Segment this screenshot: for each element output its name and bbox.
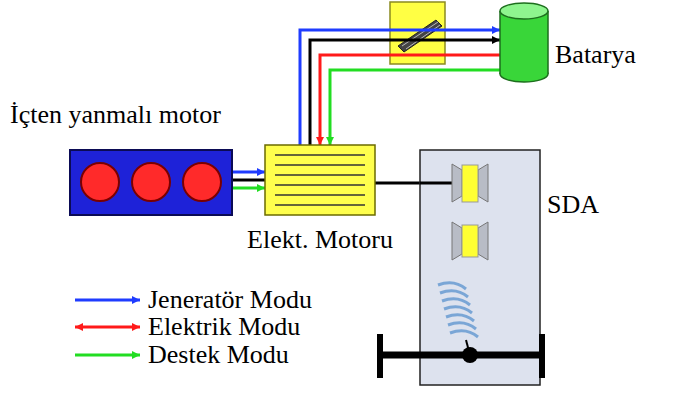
shaft-line <box>232 179 265 182</box>
battery-side <box>500 11 548 74</box>
power-flow-arrow <box>300 30 500 145</box>
engine-shape <box>70 150 232 215</box>
transmission-shape <box>420 150 540 385</box>
axle <box>378 352 544 359</box>
legend-samples <box>75 300 140 355</box>
pulley-cone <box>452 222 488 260</box>
battery-body <box>500 11 548 74</box>
power-flow-arrow <box>330 70 500 145</box>
legend-row: Elektrik Modu <box>148 312 300 342</box>
legend-row: Destek Modu <box>148 340 289 370</box>
power-flow-arrow <box>320 55 500 145</box>
electric-motor: Elekt. Motoru <box>265 145 375 215</box>
differential-gear <box>446 315 474 321</box>
part-label: Elekt. Motoru <box>247 225 393 255</box>
engine-cylinder <box>81 163 119 201</box>
shaft-line <box>375 182 420 185</box>
power-flow-arrow <box>232 171 265 174</box>
motor-winding <box>275 204 365 206</box>
engine-block <box>70 150 232 215</box>
shaft-line <box>310 40 500 145</box>
converter-element <box>398 20 442 52</box>
legend-row: Jeneratör Modu <box>148 285 312 315</box>
legend-text: Elektrik Modu <box>148 312 300 342</box>
pulley-belt <box>462 225 478 257</box>
motor-box <box>265 145 375 215</box>
motor-winding <box>275 194 365 196</box>
pulley-belt <box>462 165 478 202</box>
electric-motor-shape <box>265 145 375 215</box>
part-label: SDA <box>547 190 599 220</box>
legend-line <box>75 326 140 329</box>
transmission: SDA <box>420 150 540 385</box>
part-label: İçten yanmalı motor <box>10 100 221 130</box>
battery: Batarya <box>500 3 548 82</box>
battery-top <box>500 3 548 19</box>
differential-gear <box>442 299 470 305</box>
motor-winding <box>275 184 365 186</box>
legend-text: Destek Modu <box>148 340 289 370</box>
wheel <box>380 334 542 378</box>
differential-gear <box>444 307 472 313</box>
differential-gear <box>450 331 478 337</box>
differential-gear <box>438 283 466 289</box>
pulley-cone <box>452 164 488 202</box>
legend-text: Jeneratör Modu <box>148 285 312 315</box>
motor-winding <box>275 154 365 156</box>
part-label: Batarya <box>555 40 636 70</box>
differential-gear <box>440 291 468 297</box>
motor-winding <box>275 164 365 166</box>
engine-cylinder <box>132 163 170 201</box>
battery-shape <box>500 3 548 82</box>
legend-line <box>75 354 140 357</box>
differential-hub <box>462 347 478 363</box>
differential-gear <box>448 323 476 329</box>
power-flow-arrow <box>232 187 265 190</box>
engine: İçten yanmalı motor <box>70 150 232 215</box>
converter-hatch <box>402 22 440 49</box>
engine-cylinder <box>183 163 221 201</box>
transmission-housing <box>420 150 540 385</box>
legend-line <box>75 299 140 302</box>
motor-winding <box>275 174 365 176</box>
